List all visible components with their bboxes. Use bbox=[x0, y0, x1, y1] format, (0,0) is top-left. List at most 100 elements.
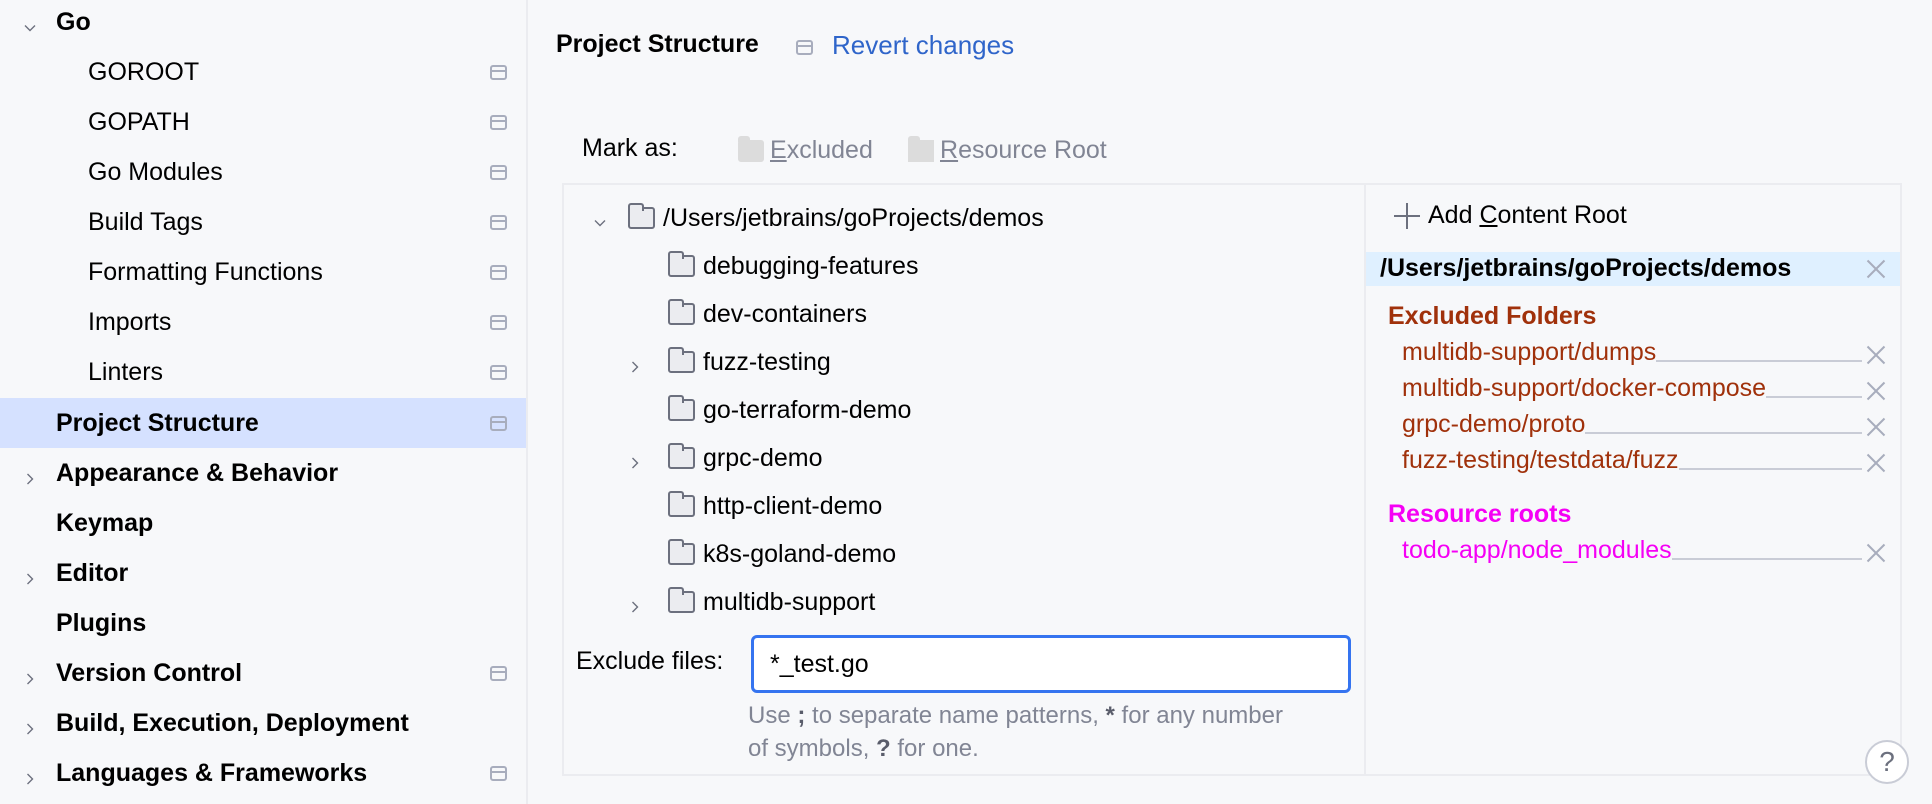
excluded-folder-icon bbox=[738, 135, 764, 162]
excluded-folder-item[interactable]: fuzz-testing/testdata/fuzz bbox=[1402, 445, 1862, 475]
chevron-right-icon[interactable] bbox=[22, 465, 38, 485]
sidebar-item-label: Build, Execution, Deployment bbox=[56, 708, 409, 737]
revert-changes-link[interactable]: Revert changes bbox=[832, 30, 1015, 60]
sidebar-item-label: Languages & Frameworks bbox=[56, 758, 368, 787]
sidebar-item-label: Formatting Functions bbox=[88, 257, 323, 286]
sidebar-item-goroot[interactable]: GOROOT bbox=[0, 47, 526, 97]
tree-folder-row[interactable]: debugging-features bbox=[630, 244, 918, 288]
tree-folder-row[interactable]: multidb-support bbox=[630, 580, 875, 624]
project-level-icon bbox=[490, 665, 507, 681]
sidebar-item-label: Go bbox=[56, 7, 91, 36]
leader-line bbox=[1656, 360, 1862, 362]
help-button[interactable]: ? bbox=[1865, 740, 1909, 784]
leader-line bbox=[1585, 432, 1862, 434]
folder-icon bbox=[667, 347, 695, 373]
excluded-folder-path: multidb-support/docker-compose bbox=[1402, 374, 1767, 402]
excluded-folder-item[interactable]: multidb-support/docker-compose bbox=[1402, 373, 1862, 403]
sidebar-item-linters[interactable]: Linters bbox=[0, 347, 526, 397]
sidebar-item-build-tags[interactable]: Build Tags bbox=[0, 197, 526, 247]
project-level-icon bbox=[490, 314, 507, 330]
project-level-icon bbox=[490, 214, 507, 230]
sidebar-item-label: Imports bbox=[88, 307, 172, 336]
sidebar-item-label: GOROOT bbox=[88, 57, 200, 86]
sidebar-item-build-execution-deployment[interactable]: Build, Execution, Deployment bbox=[0, 698, 526, 748]
excluded-folder-item[interactable]: grpc-demo/proto bbox=[1402, 409, 1862, 439]
sidebar-item-label: Version Control bbox=[56, 658, 243, 687]
sidebar-item-go-modules[interactable]: Go Modules bbox=[0, 147, 526, 197]
tree-folder-row[interactable]: go-terraform-demo bbox=[630, 388, 911, 432]
tree-folder-label: go-terraform-demo bbox=[703, 395, 912, 424]
folder-icon bbox=[667, 251, 695, 277]
tree-folder-label: http-client-demo bbox=[703, 491, 883, 520]
sidebar-item-project-structure[interactable]: Project Structure bbox=[0, 398, 526, 448]
page-title: Project Structure bbox=[556, 30, 759, 58]
resource-root-label: esource Root bbox=[958, 136, 1107, 164]
plus-icon bbox=[1394, 202, 1420, 229]
sidebar-item-keymap[interactable]: Keymap bbox=[0, 498, 526, 548]
remove-excluded-icon[interactable] bbox=[1866, 381, 1886, 401]
sidebar-item-label: Linters bbox=[88, 357, 164, 386]
excluded-mnemonic: E bbox=[770, 136, 787, 164]
sidebar-item-label: Plugins bbox=[56, 608, 147, 637]
tree-folder-row[interactable]: grpc-demo bbox=[630, 436, 823, 480]
sidebar-item-imports[interactable]: Imports bbox=[0, 297, 526, 347]
excluded-folders-header: Excluded Folders bbox=[1388, 302, 1597, 330]
content-root-row[interactable]: /Users/jetbrains/goProjects/demos bbox=[1366, 252, 1900, 286]
add-content-root-button[interactable]: Add Content Root bbox=[1394, 201, 1627, 230]
sidebar-item-formatting-functions[interactable]: Formatting Functions bbox=[0, 247, 526, 297]
folder-icon bbox=[667, 443, 695, 469]
resource-mnemonic: R bbox=[940, 136, 959, 164]
chevron-right-icon[interactable] bbox=[627, 449, 645, 469]
tree-folder-label: debugging-features bbox=[703, 251, 919, 280]
project-level-icon bbox=[490, 264, 507, 280]
chevron-right-icon[interactable] bbox=[22, 665, 38, 685]
tree-folder-label: fuzz-testing bbox=[703, 347, 831, 376]
project-level-icon bbox=[490, 364, 507, 380]
project-level-icon bbox=[490, 164, 507, 180]
sidebar-item-version-control[interactable]: Version Control bbox=[0, 648, 526, 698]
chevron-right-icon[interactable] bbox=[22, 765, 38, 785]
tree-folder-label: grpc-demo bbox=[703, 443, 823, 472]
exclude-files-input[interactable] bbox=[751, 635, 1351, 693]
sidebar-item-gopath[interactable]: GOPATH bbox=[0, 97, 526, 147]
resource-root-path: todo-app/node_modules bbox=[1402, 536, 1672, 564]
sidebar-item-label: Project Structure bbox=[56, 408, 259, 437]
mark-resource-root-button[interactable]: Resource Root bbox=[908, 135, 1107, 165]
project-level-icon bbox=[490, 765, 507, 781]
sidebar-item-go[interactable]: Go bbox=[0, 0, 526, 47]
remove-resource-root-icon[interactable] bbox=[1866, 543, 1886, 563]
sidebar-item-appearance-behavior[interactable]: Appearance & Behavior bbox=[0, 448, 526, 498]
chevron-right-icon[interactable] bbox=[627, 593, 645, 613]
tree-folder-label: multidb-support bbox=[703, 587, 876, 616]
resource-root-item[interactable]: todo-app/node_modules bbox=[1402, 535, 1862, 565]
remove-excluded-icon[interactable] bbox=[1866, 345, 1886, 365]
leader-line bbox=[1678, 468, 1862, 470]
tree-folder-row[interactable]: fuzz-testing bbox=[630, 340, 831, 384]
excluded-folder-item[interactable]: multidb-support/dumps bbox=[1402, 337, 1862, 367]
sidebar-item-label: Build Tags bbox=[88, 207, 203, 236]
tree-folder-row[interactable]: k8s-goland-demo bbox=[630, 532, 896, 576]
chevron-down-icon[interactable] bbox=[22, 14, 38, 32]
sidebar-item-label: GOPATH bbox=[88, 107, 190, 136]
tree-folder-row[interactable]: dev-containers bbox=[630, 292, 867, 336]
tree-folder-row[interactable]: http-client-demo bbox=[630, 484, 882, 528]
chevron-down-icon[interactable] bbox=[592, 209, 610, 227]
remove-content-root-icon[interactable] bbox=[1866, 259, 1886, 279]
project-level-icon bbox=[490, 64, 507, 80]
sidebar-item-languages-frameworks[interactable]: Languages & Frameworks bbox=[0, 748, 526, 798]
mark-excluded-button[interactable]: Excluded bbox=[738, 135, 873, 165]
resource-folder-icon bbox=[908, 135, 934, 162]
excluded-folder-path: multidb-support/dumps bbox=[1402, 338, 1657, 366]
sidebar-item-label: Keymap bbox=[56, 508, 154, 537]
leader-line bbox=[1671, 558, 1862, 560]
remove-excluded-icon[interactable] bbox=[1866, 453, 1886, 473]
sidebar-item-editor[interactable]: Editor bbox=[0, 548, 526, 598]
chevron-right-icon[interactable] bbox=[627, 353, 645, 373]
remove-excluded-icon[interactable] bbox=[1866, 417, 1886, 437]
chevron-right-icon[interactable] bbox=[22, 565, 38, 585]
sidebar-item-plugins[interactable]: Plugins bbox=[0, 598, 526, 648]
pane-divider[interactable] bbox=[1364, 185, 1366, 774]
folder-icon bbox=[667, 587, 695, 613]
tree-root-row[interactable]: /Users/jetbrains/goProjects/demos bbox=[592, 196, 1044, 240]
chevron-right-icon[interactable] bbox=[22, 715, 38, 735]
